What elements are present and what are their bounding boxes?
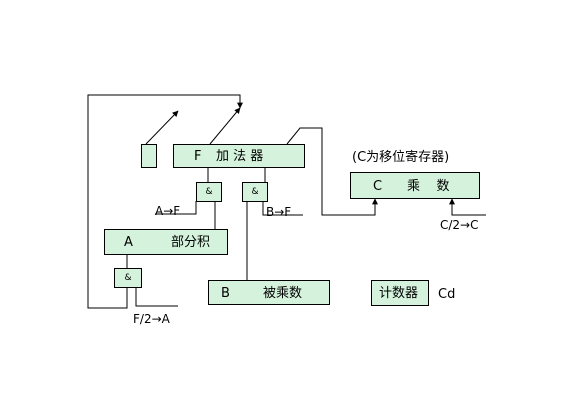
- multiplier-letter: C: [373, 179, 383, 194]
- counter-name: 计数器: [379, 286, 419, 301]
- gate-symbol: &: [124, 273, 132, 283]
- multiplier-name: 乘 数: [407, 179, 450, 194]
- adder-box: F 加 法 器: [173, 144, 305, 168]
- partial-product-name: 部分积: [171, 235, 211, 250]
- small-register: [141, 144, 157, 168]
- multiplicand-name: 被乘数: [263, 286, 303, 301]
- partial-product-box: A 部分积: [104, 229, 228, 255]
- adder-name: 加 法 器: [216, 149, 264, 164]
- gate-b-to-f: &: [242, 182, 268, 202]
- gate-a-to-f: &: [196, 182, 222, 202]
- label-b-to-f: B→F: [266, 205, 292, 219]
- label-c-shift: C/2→C: [440, 218, 479, 232]
- partial-product-letter: A: [124, 235, 133, 250]
- label-f-shift: F/2→A: [133, 312, 170, 326]
- label-a-to-f: A→F: [155, 204, 181, 218]
- multiplicand-letter: B: [221, 286, 230, 301]
- gate-f-shift: &: [114, 268, 142, 288]
- counter-box: 计数器: [371, 280, 429, 306]
- adder-letter: F: [194, 149, 202, 164]
- multiplier-box: C 乘 数: [350, 172, 480, 199]
- caption-shift-register: (C为移位寄存器): [352, 150, 450, 165]
- gate-symbol: &: [205, 187, 213, 197]
- gate-symbol: &: [251, 187, 259, 197]
- multiplicand-box: B 被乘数: [208, 280, 330, 305]
- counter-label: Cd: [438, 287, 456, 302]
